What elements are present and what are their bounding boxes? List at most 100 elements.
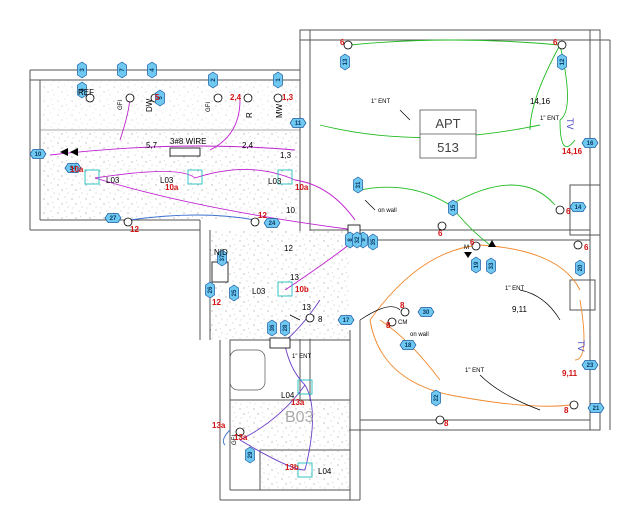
circuit-13: 13 bbox=[290, 273, 299, 282]
circuit-12: 12 bbox=[212, 298, 221, 307]
fixture-l03-b bbox=[187, 169, 203, 185]
circuit-9-11: 9,11 bbox=[512, 305, 528, 314]
tag-label: 27 bbox=[110, 216, 117, 222]
tag-5: 5 bbox=[155, 89, 165, 107]
tag-25: 25 bbox=[229, 284, 239, 302]
tag-14: 14 bbox=[569, 202, 587, 212]
tag-2: 2 bbox=[208, 71, 218, 89]
tag-label: 22 bbox=[434, 394, 440, 401]
light-fixtures bbox=[84, 169, 313, 478]
tag-label: 25 bbox=[232, 289, 238, 296]
tag-23: 23 bbox=[581, 360, 599, 370]
mw-label: MW bbox=[275, 103, 284, 118]
circuit-8: 8 bbox=[564, 406, 569, 415]
circuit-12-black: 12 bbox=[284, 244, 293, 253]
l03-label-a: L03 bbox=[106, 176, 120, 185]
outlet-icon bbox=[123, 217, 133, 227]
tag-37: 37 bbox=[217, 249, 227, 267]
outlet-icon bbox=[435, 415, 445, 425]
tag-label: 33 bbox=[489, 262, 495, 269]
outlet-icon bbox=[437, 221, 447, 231]
circuit-14-16: 14,16 bbox=[530, 97, 551, 106]
circuit-8: 8 bbox=[444, 419, 449, 428]
tag-label: 23 bbox=[587, 363, 594, 369]
tag-label: 12 bbox=[560, 58, 566, 65]
wire-13-label: 13 bbox=[302, 303, 311, 312]
tag-label: 37 bbox=[220, 254, 226, 261]
tag-3: 3 bbox=[77, 61, 87, 79]
comm-symbols bbox=[60, 148, 496, 258]
tv-outlet-icon bbox=[488, 240, 496, 247]
circuit-8: 8 bbox=[386, 321, 391, 330]
fixture-l03-c bbox=[277, 169, 293, 185]
devices bbox=[85, 40, 583, 437]
circuit-13a: 13a bbox=[212, 421, 226, 430]
fixture-l03-d bbox=[277, 281, 293, 297]
tag-label: 18 bbox=[405, 343, 412, 349]
outlet-icon bbox=[250, 217, 260, 227]
tv-label-2: TV bbox=[576, 340, 586, 352]
black-lines bbox=[289, 109, 561, 411]
panels bbox=[169, 147, 361, 349]
data-icon bbox=[70, 148, 78, 156]
nid-label: NID bbox=[214, 248, 228, 257]
circuit-14-16-red: 14,16 bbox=[562, 147, 583, 156]
tag-label: 11 bbox=[295, 121, 302, 127]
circuit-10a: 10a bbox=[295, 183, 309, 192]
tag-label: 35 bbox=[371, 238, 377, 245]
wire-label: 3#8 WIRE bbox=[170, 137, 206, 146]
tag-label: 3 bbox=[80, 68, 86, 72]
tag-label: 2 bbox=[211, 78, 217, 82]
l03-label-d: L03 bbox=[252, 287, 266, 296]
tag-18: 18 bbox=[399, 340, 417, 350]
circuit-13a: 13a bbox=[291, 398, 305, 407]
l04-label-a: L04 bbox=[281, 391, 295, 400]
tag-label: 15 bbox=[451, 204, 457, 211]
circuit-13b: 13b bbox=[285, 463, 299, 472]
tag-19: 19 bbox=[471, 256, 481, 274]
circuit-5: 5 bbox=[155, 93, 160, 102]
ref-label: REF bbox=[78, 88, 94, 97]
outlet-icon bbox=[471, 241, 481, 251]
circuit-2-4: 2,4 bbox=[230, 93, 242, 102]
tag-label: 5 bbox=[158, 96, 164, 100]
tag-label: 24 bbox=[269, 221, 276, 227]
tag-label: 30 bbox=[423, 310, 430, 316]
circuit-8: 8 bbox=[400, 301, 405, 310]
circuit-numbers: 6 6 6 6 6 6 14,16 14,16 9,11 9,11 8 8 8 … bbox=[70, 38, 589, 472]
circuit-12: 12 bbox=[258, 211, 267, 220]
circuit-8-black: 8 bbox=[318, 315, 323, 324]
tag-label: 34 bbox=[70, 166, 77, 172]
outlet-icon bbox=[305, 313, 315, 323]
tag-36: 36 bbox=[267, 319, 277, 337]
outlet-icon bbox=[557, 40, 567, 50]
apt-title: APT bbox=[435, 116, 460, 131]
tag-label: 6 bbox=[80, 88, 86, 92]
ent-label-2: 1" ENT bbox=[540, 116, 559, 122]
tag-21: 21 bbox=[587, 403, 605, 413]
tag-label: 7 bbox=[120, 68, 126, 72]
l04-label-b: L04 bbox=[318, 467, 332, 476]
gfi-label-1: GFI bbox=[118, 100, 124, 110]
m-label: M bbox=[464, 245, 469, 251]
dw-label: DW bbox=[145, 98, 154, 112]
outlet-icon bbox=[387, 317, 397, 327]
r-label: R bbox=[245, 112, 254, 118]
outlet-icon bbox=[400, 307, 410, 317]
l03-label-b: L03 bbox=[160, 176, 174, 185]
circuit-1-3-red: 1,3 bbox=[282, 93, 294, 102]
circuit-6: 6 bbox=[438, 229, 443, 238]
outlet-icon bbox=[125, 93, 135, 103]
tag-30: 30 bbox=[417, 307, 435, 317]
circuit-2-4-black: 2,4 bbox=[242, 141, 254, 150]
data-icon bbox=[60, 148, 68, 156]
circuit-9-11-red: 9,11 bbox=[562, 369, 578, 378]
text-labels: 3#8 WIRE 1" ENT 1" ENT 1" ENT 1" ENT 1" … bbox=[78, 88, 586, 476]
on-wall-label-1: on wall bbox=[378, 208, 397, 214]
tag-4: 4 bbox=[147, 61, 157, 79]
circuit-6: 6 bbox=[584, 243, 589, 252]
circuit-10: 10 bbox=[286, 206, 295, 215]
wire-box bbox=[169, 147, 201, 157]
tag-10: 10 bbox=[29, 149, 47, 159]
tag-label: 36 bbox=[270, 324, 276, 331]
